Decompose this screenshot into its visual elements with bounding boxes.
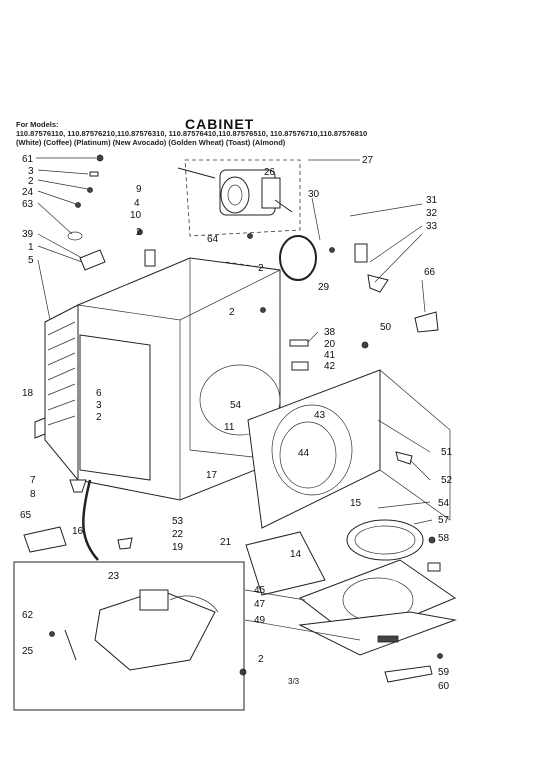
model-numbers: 110.87576110, 110.87576210,110.87576310,…	[16, 129, 368, 138]
callout-62: 62	[22, 610, 34, 621]
callout-63: 63	[22, 199, 34, 210]
door-seal-inner	[354, 525, 416, 555]
callout-14: 14	[290, 549, 302, 560]
front-inner-panel	[79, 334, 151, 481]
callout-54: 54	[230, 400, 242, 411]
page-code: 3/3	[288, 677, 300, 686]
callout-22: 22	[172, 529, 184, 540]
callout-2c: 2	[258, 263, 264, 274]
callout-53: 53	[172, 516, 184, 527]
callout-33: 33	[426, 221, 438, 232]
motor-drawing	[177, 167, 293, 216]
callout-29: 29	[318, 282, 330, 293]
callout-5: 5	[28, 255, 34, 266]
callout-38: 38	[324, 327, 336, 338]
callout-labels: 61 3 2 24 63 39 1 5 9 4 10 2 64 26 27 30…	[20, 154, 453, 692]
left-side-panel	[44, 304, 79, 482]
callout-19: 19	[172, 542, 184, 553]
callout-2d: 2	[229, 307, 235, 318]
callout-61: 61	[22, 154, 34, 165]
diagram-title: CABINET	[185, 116, 255, 132]
callout-52: 52	[441, 475, 453, 486]
door-assembly	[298, 559, 457, 656]
drive-belt	[279, 235, 317, 281]
callout-51: 51	[441, 447, 453, 458]
leader-lines	[36, 157, 433, 641]
callout-6: 6	[96, 388, 102, 399]
callout-65: 65	[20, 510, 32, 521]
callout-32: 32	[426, 208, 438, 219]
callout-41: 41	[324, 350, 336, 361]
callout-2f: 2	[258, 654, 264, 665]
callout-4: 4	[134, 198, 140, 209]
callout-17: 17	[206, 470, 218, 481]
callout-58: 58	[438, 533, 450, 544]
callout-57: 57	[438, 515, 450, 526]
callout-23: 23	[108, 571, 120, 582]
callout-50: 50	[380, 322, 392, 333]
callout-2: 2	[28, 176, 34, 187]
callout-2e: 2	[96, 412, 102, 423]
callout-2b: 2	[136, 227, 142, 238]
callout-3: 3	[28, 166, 34, 177]
callout-27: 27	[362, 155, 374, 166]
callout-8: 8	[30, 489, 36, 500]
callout-66: 66	[424, 267, 436, 278]
callout-7: 7	[30, 475, 36, 486]
callout-64: 64	[207, 234, 219, 245]
door-seal	[346, 519, 424, 561]
right-side-panel	[379, 369, 451, 521]
callout-43: 43	[314, 410, 326, 421]
callout-20: 20	[324, 339, 336, 350]
callout-54b: 54	[438, 498, 450, 509]
callout-3b: 3	[96, 400, 102, 411]
motor-group-outline	[184, 159, 301, 237]
callout-42: 42	[324, 361, 336, 372]
callout-30: 30	[308, 189, 320, 200]
callout-26: 26	[264, 167, 276, 178]
callout-31: 31	[426, 195, 438, 206]
hardware-parts	[23, 154, 443, 683]
callout-45: 45	[254, 585, 266, 596]
callout-11: 11	[224, 422, 235, 433]
callout-1: 1	[28, 242, 34, 253]
callout-10: 10	[130, 210, 142, 221]
callout-25: 25	[22, 646, 34, 657]
callout-16: 16	[72, 526, 84, 537]
detail-inset	[13, 479, 245, 711]
toe-plate	[245, 531, 326, 596]
callout-9: 9	[136, 184, 142, 195]
callout-21: 21	[220, 537, 232, 548]
callout-39: 39	[22, 229, 34, 240]
callout-47: 47	[254, 599, 266, 610]
callout-59: 59	[438, 667, 450, 678]
callout-49: 49	[254, 615, 266, 626]
for-models-label: For Models:	[16, 120, 59, 129]
callout-18: 18	[22, 388, 34, 399]
callout-24: 24	[22, 187, 34, 198]
model-colors: (White) (Coffee) (Platinum) (New Avocado…	[16, 138, 286, 147]
callout-60: 60	[438, 681, 450, 692]
callout-15: 15	[350, 498, 362, 509]
callout-44: 44	[298, 448, 310, 459]
